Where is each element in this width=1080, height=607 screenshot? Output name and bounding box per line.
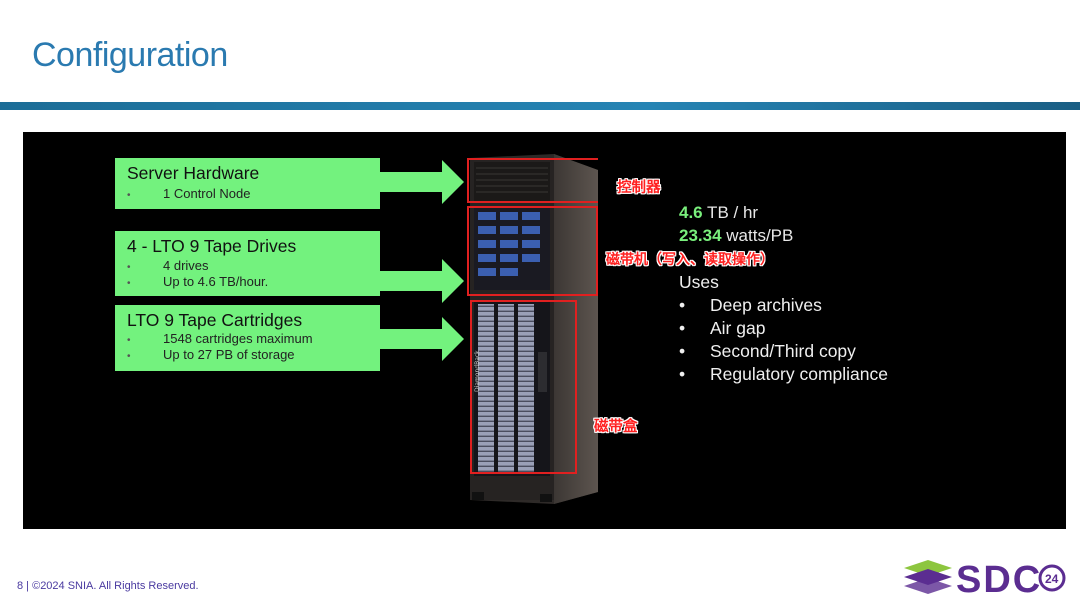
- uses-item: • Regulatory compliance: [679, 364, 888, 385]
- bullet-icon: •: [127, 262, 131, 273]
- tape-drives-box: 4 - LTO 9 Tape Drives • 4 drives • Up to 4…: [115, 231, 380, 296]
- bullet-icon: •: [127, 351, 131, 362]
- box-item: • 4 drives: [127, 258, 209, 273]
- stat-value: 23.34: [679, 226, 722, 245]
- sdc-logo: SDC 24: [904, 559, 1066, 598]
- annotation-drives: 磁带机（写入、读取操作）: [606, 252, 774, 268]
- uses-heading: Uses: [679, 272, 719, 292]
- tape-cartridges-box: LTO 9 Tape Cartridges • 1548 cartridges m…: [115, 305, 380, 371]
- box-item-text: 4 drives: [163, 258, 209, 273]
- stat-value: 4.6: [679, 203, 703, 222]
- bullet-icon: •: [679, 295, 686, 315]
- arrow-right-icon: [378, 259, 464, 303]
- bullet-icon: •: [679, 364, 686, 384]
- rack-brand-label: DiamondBack: [474, 350, 481, 392]
- bullet-icon: •: [127, 335, 131, 346]
- annotation-controller: 控制器: [617, 180, 661, 196]
- bullet-icon: •: [127, 190, 131, 201]
- slide-footer: 8 | ©2024 SNIA. All Rights Reserved.: [17, 580, 199, 592]
- box-item: • Up to 27 PB of storage: [127, 347, 295, 362]
- logo-badge: 24: [1045, 572, 1059, 586]
- box-heading: Server Hardware: [127, 163, 260, 183]
- box-item: • 1548 cartridges maximum: [127, 331, 313, 346]
- uses-item: • Deep archives: [679, 295, 822, 316]
- uses-item: • Air gap: [679, 318, 765, 339]
- power-stat: 23.34 watts/PB: [679, 226, 793, 246]
- arrow-right-icon: [378, 317, 464, 361]
- bullet-icon: •: [679, 341, 686, 361]
- uses-item-text: Deep archives: [710, 295, 822, 315]
- uses-item-text: Air gap: [710, 318, 766, 338]
- server-hardware-box: Server Hardware • 1 Control Node: [115, 158, 380, 209]
- title-divider: [0, 102, 1080, 110]
- bullet-icon: •: [127, 278, 131, 289]
- bullet-icon: •: [679, 318, 686, 338]
- slide-title: Configuration: [32, 36, 228, 74]
- stat-unit: watts/PB: [721, 226, 794, 245]
- box-item-text: Up to 27 PB of storage: [163, 347, 295, 362]
- arrow-right-icon: [378, 160, 464, 204]
- tape-library-rack: DiamondBack: [467, 154, 598, 504]
- box-heading: 4 - LTO 9 Tape Drives: [127, 236, 297, 256]
- box-item-text: 1 Control Node: [163, 186, 251, 201]
- annotation-cartridges: 磁带盒: [594, 419, 638, 435]
- uses-item-text: Second/Third copy: [710, 341, 856, 361]
- uses-item-text: Regulatory compliance: [710, 364, 889, 384]
- box-item: • 1 Control Node: [127, 186, 250, 201]
- box-heading: LTO 9 Tape Cartridges: [127, 310, 303, 330]
- box-item-text: 1548 cartridges maximum: [163, 331, 313, 346]
- throughput-stat: 4.6 TB / hr: [679, 203, 758, 223]
- logo-text: SDC: [956, 559, 1042, 598]
- stat-unit: TB / hr: [702, 203, 759, 222]
- box-item: • Up to 4.6 TB/hour.: [127, 274, 268, 289]
- uses-item: • Second/Third copy: [679, 341, 856, 362]
- box-item-text: Up to 4.6 TB/hour.: [163, 274, 269, 289]
